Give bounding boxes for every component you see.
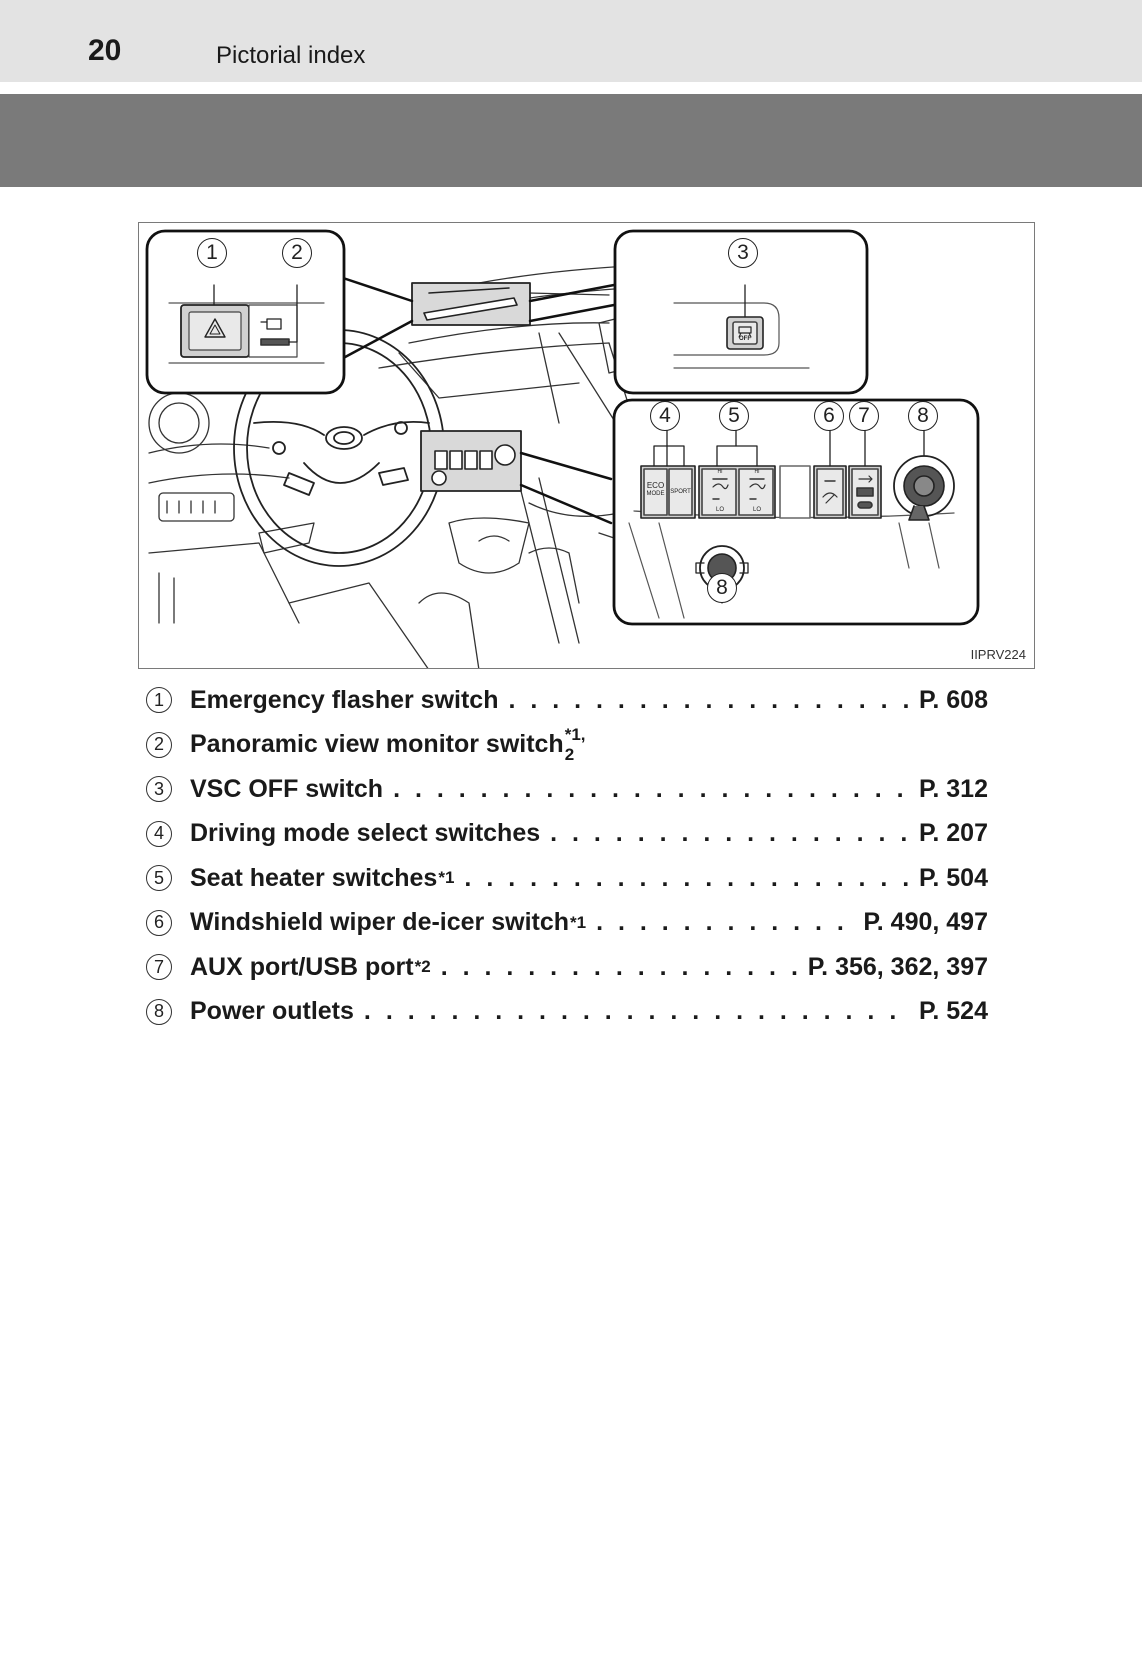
callout-number: 1 xyxy=(197,238,227,268)
dot-leader: . . . . . . . . . . . . . . . . . . . . … xyxy=(508,685,908,714)
item-footnote-mark: *1 xyxy=(570,912,587,932)
item-footnote-mark: *1, 2 xyxy=(564,724,586,764)
callout-number: 2 xyxy=(282,238,312,268)
item-page-ref[interactable]: P. 490, 497 xyxy=(863,908,988,937)
eco-label-line2: MODE xyxy=(646,491,665,497)
item-label: Windshield wiper de-icer switch xyxy=(190,908,570,937)
dot-leader: . . . . . . . . . . . . . . . . . . . . … xyxy=(596,908,853,937)
seat-hi-label-left: HI xyxy=(717,469,723,475)
index-item: 3 VSC OFF switch . . . . . . . . . . . . .… xyxy=(146,767,988,812)
inset-vsc-panel xyxy=(613,229,869,395)
item-label: Seat heater switches xyxy=(190,863,438,892)
item-label: AUX port/USB port xyxy=(190,952,414,981)
item-footnote-mark: *1 xyxy=(438,868,455,888)
item-page-ref[interactable]: P. 608 xyxy=(918,685,988,714)
item-label: Emergency flasher switch xyxy=(190,685,499,714)
item-number: 6 xyxy=(146,909,172,936)
item-number: 2 xyxy=(146,731,172,758)
item-number: 8 xyxy=(146,998,172,1025)
item-label: Panoramic view monitor switch xyxy=(190,730,564,759)
callout-number: 6 xyxy=(814,401,844,431)
callout-number: 7 xyxy=(849,401,879,431)
index-item: 5 Seat heater switches*1 . . . . . . . . .… xyxy=(146,856,988,901)
item-footnote-mark: *2 xyxy=(414,957,431,977)
dot-leader: . . . . . . . . . . . . . . . . . . . . … xyxy=(550,819,909,848)
vsc-off-label: OFF xyxy=(739,336,751,342)
dot-leader: . . . . . . . . . . . . . . . . . . . . … xyxy=(440,952,798,981)
item-number: 5 xyxy=(146,865,172,892)
inset-lower-panel xyxy=(612,398,980,626)
item-label: Power outlets xyxy=(190,997,354,1026)
figure-code: IIPRV224 xyxy=(970,647,1026,662)
index-item: 4 Driving mode select switches . . . . . .… xyxy=(146,812,988,857)
sport-label: SPORT xyxy=(670,489,691,495)
dash-switch-area xyxy=(411,282,531,326)
eco-mode-label: ECO MODE xyxy=(643,482,668,498)
eco-label-line1: ECO xyxy=(646,481,665,490)
page-header: 20 Pictorial index xyxy=(0,0,1142,82)
item-page-ref[interactable]: P. 356, 362, 397 xyxy=(807,952,988,981)
callout-connectors xyxy=(332,273,616,525)
inset-flasher-panel xyxy=(145,229,346,395)
lower-switch-area xyxy=(420,430,522,492)
seat-hi-label-right: HI xyxy=(754,469,760,475)
section-banner xyxy=(0,94,1142,187)
callout-number: 8 xyxy=(707,573,737,603)
item-number: 7 xyxy=(146,954,172,981)
callout-number: 8 xyxy=(908,401,938,431)
item-label: Driving mode select switches xyxy=(190,819,541,848)
dot-leader: . . . . . . . . . . . . . . . . . . . . … xyxy=(363,997,909,1026)
item-number: 1 xyxy=(146,687,172,714)
page-number: 20 xyxy=(88,34,122,67)
index-list: 1 Emergency flasher switch . . . . . . . .… xyxy=(146,678,988,1034)
item-page-ref[interactable]: P. 312 xyxy=(918,774,988,803)
item-page-ref[interactable]: P. 504 xyxy=(918,863,988,892)
section-title: Pictorial index xyxy=(216,42,366,69)
callout-number: 4 xyxy=(650,401,680,431)
item-label: VSC OFF switch xyxy=(190,774,384,803)
item-number: 3 xyxy=(146,776,172,803)
index-item: 6 Windshield wiper de-icer switch*1 . . . … xyxy=(146,901,988,946)
dot-leader: . . . . . . . . . . . . . . . . . . . . … xyxy=(464,863,909,892)
item-page-ref[interactable]: P. 524 xyxy=(918,997,988,1026)
item-number: 4 xyxy=(146,820,172,847)
dot-leader: . . . . . . . . . . . . . . . . . . . . … xyxy=(393,774,909,803)
dashboard-drawing xyxy=(145,229,980,668)
callout-number: 5 xyxy=(719,401,749,431)
index-item: 8 Power outlets . . . . . . . . . . . . . … xyxy=(146,990,988,1035)
index-item: 7 AUX port/USB port*2 . . . . . . . . . . … xyxy=(146,945,988,990)
seat-lo-label-right: LO xyxy=(752,507,761,513)
seat-lo-label-left: LO xyxy=(715,507,724,513)
index-item: 1 Emergency flasher switch . . . . . . . .… xyxy=(146,678,988,723)
item-page-ref[interactable]: P. 207 xyxy=(918,819,988,848)
callout-number: 3 xyxy=(728,238,758,268)
